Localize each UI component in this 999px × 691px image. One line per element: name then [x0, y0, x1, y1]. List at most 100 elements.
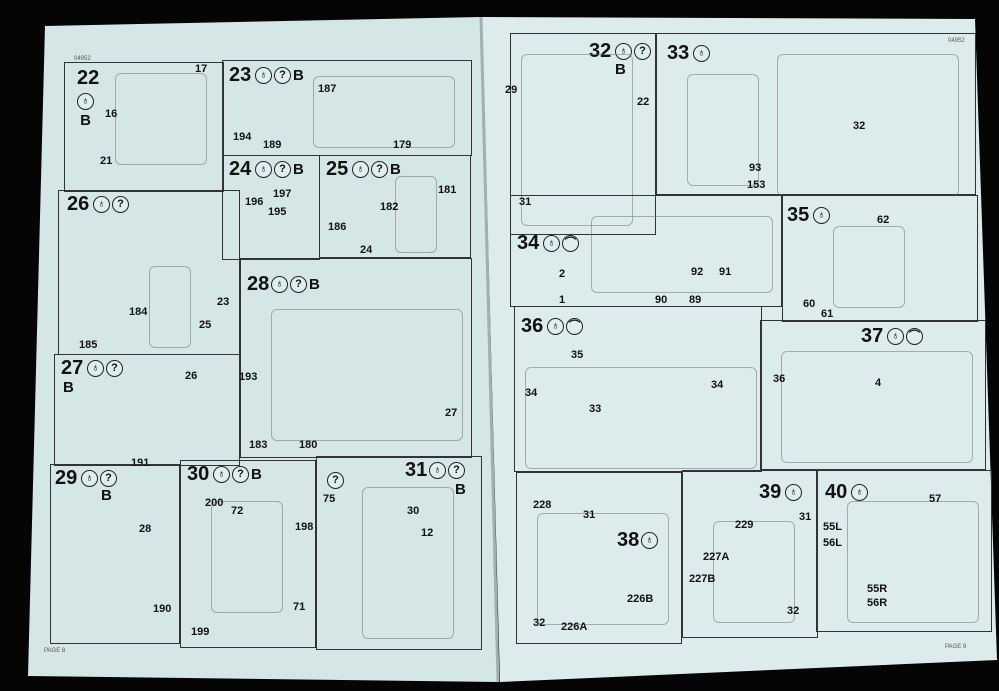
booklet-code-right: 04952 — [948, 38, 965, 44]
canopy-drawing — [777, 54, 959, 196]
part-label: 89 — [689, 294, 702, 306]
part-label: 226A — [561, 621, 588, 633]
glue-icon: ♁ — [785, 484, 802, 501]
step-28: 28 ♁?B 193 183 180 27 — [239, 258, 472, 458]
part-label: 187 — [318, 83, 337, 95]
part-label: 227A — [703, 551, 730, 563]
part-label: 55L — [823, 521, 842, 533]
step-number: 40 — [825, 481, 848, 503]
part-label: 191 — [131, 457, 150, 469]
part-label: 71 — [293, 601, 306, 613]
part-label: 32 — [853, 120, 866, 132]
part-label: 200 — [205, 497, 224, 509]
part-label: 22 — [637, 96, 650, 108]
part-label: 16 — [105, 108, 118, 120]
part-label: 31 — [519, 196, 532, 208]
part-label: 12 — [421, 527, 434, 539]
paint-icon: ⌒ — [906, 328, 923, 345]
part-label: 29 — [505, 84, 518, 96]
question-icon: ? — [232, 466, 249, 483]
cabin-drawing — [521, 54, 633, 226]
b-label: B — [455, 481, 466, 498]
part-label: 30 — [407, 505, 420, 517]
glue-icon: ♁ — [429, 462, 446, 479]
glue-icon: ♁ — [851, 484, 868, 501]
b-label: B — [309, 276, 320, 293]
part-label: 228 — [533, 499, 552, 511]
step-number: 35 — [787, 204, 810, 226]
part-label: 60 — [803, 298, 816, 310]
glue-icon: ♁ — [887, 328, 904, 345]
part-label: 183 — [249, 439, 268, 451]
part-label: 17 — [195, 63, 208, 75]
step-number: 36 — [521, 315, 544, 337]
step-number: 25 — [326, 158, 349, 180]
question-icon: ? — [100, 470, 117, 487]
b-label: B — [615, 61, 626, 78]
part-label: 198 — [295, 521, 314, 533]
glue-icon: ♁ — [543, 235, 560, 252]
page-number-left: PAGE 8 — [44, 648, 66, 654]
part-label: 182 — [380, 201, 399, 213]
glue-icon: ♁ — [271, 276, 288, 293]
step-32: 32 ♁? B 29 22 31 — [505, 33, 656, 235]
b-label: B — [251, 466, 262, 483]
step-40: 40 ♁ 57 55L 56L 55R 56R — [816, 470, 992, 632]
step-number: 38 — [617, 529, 640, 551]
cockpit-drawing — [362, 487, 454, 639]
step-number: 39 — [759, 481, 782, 503]
step-number: 33 — [667, 42, 690, 64]
part-label: 26 — [185, 370, 198, 382]
part-label: 55R — [867, 583, 888, 595]
part-label: 197 — [273, 188, 292, 200]
glue-icon: ♁ — [352, 161, 369, 178]
question-icon: ? — [371, 161, 388, 178]
booklet-code-left: 04952 — [74, 56, 91, 62]
part-label: 92 — [691, 266, 704, 278]
glue-icon: ♁ — [641, 532, 658, 549]
spine — [479, 16, 500, 683]
part-label: 35 — [571, 349, 584, 361]
fuselage-drawing — [781, 351, 973, 463]
console-drawing — [115, 73, 207, 165]
part-label: 194 — [233, 131, 252, 143]
glue-icon: ♁ — [77, 93, 94, 110]
part-label: 229 — [735, 519, 754, 531]
part-label: 185 — [79, 339, 98, 351]
part-label: 36 — [773, 373, 786, 385]
paint-icon: ⌒ — [562, 235, 579, 252]
part-label: 227B — [689, 573, 716, 585]
b-label: B — [101, 487, 112, 504]
canister-drawing — [395, 176, 437, 253]
part-label: 28 — [139, 523, 152, 535]
question-icon: ? — [274, 67, 291, 84]
step-29: 29 ♁? B 28 190 — [50, 464, 180, 644]
part-label: 2 — [559, 268, 566, 280]
part-label: 56L — [823, 537, 842, 549]
question-icon: ? — [112, 196, 129, 213]
part-label: 27 — [445, 407, 458, 419]
part-label: 91 — [719, 266, 732, 278]
part-label: 61 — [821, 308, 834, 320]
part-label: 31 — [799, 511, 812, 523]
part-label: 24 — [360, 244, 373, 256]
step-25: 25 ♁?B 182 181 186 24 — [319, 155, 471, 258]
part-label: 190 — [153, 603, 172, 615]
question-icon: ? — [290, 276, 307, 293]
step-38: 38 ♁ 228 31 32 226A 226B — [516, 472, 682, 644]
step-30: 30 ♁?B 200 72 198 199 71 — [180, 460, 316, 648]
step-27: 27 ♁? B 26 191 — [54, 354, 240, 469]
part-label: 34 — [525, 387, 538, 399]
step-number: 31 — [405, 459, 428, 481]
step-number: 28 — [247, 273, 270, 295]
part-label: 75 — [323, 493, 336, 505]
part-label: 196 — [245, 196, 264, 208]
b-label: B — [390, 161, 401, 178]
step-number: 37 — [861, 325, 884, 347]
door-drawing — [537, 513, 669, 625]
step-31: 31 ♁? B ? 75 30 12 — [316, 456, 482, 650]
part-label: 193 — [239, 371, 258, 383]
floor-drawing — [591, 216, 773, 293]
nose-drawing — [847, 501, 979, 623]
